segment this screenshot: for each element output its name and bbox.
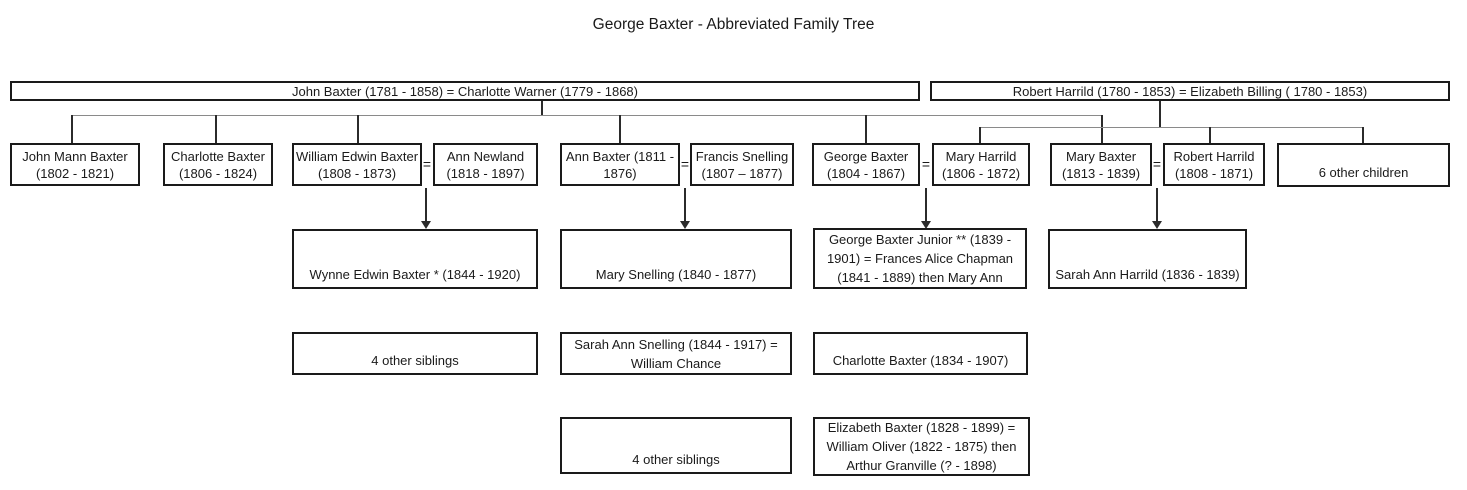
drop-line-mary-harrild bbox=[979, 127, 981, 143]
node-elizabeth-baxter: Elizabeth Baxter (1828 - 1899) = William… bbox=[813, 417, 1030, 476]
node-sarah-ann-harrild: Sarah Ann Harrild (1836 - 1839) bbox=[1048, 229, 1247, 289]
node-mary-harrild: Mary Harrild (1806 - 1872) bbox=[932, 143, 1030, 186]
arrow-down-icon bbox=[421, 221, 431, 229]
page-title: George Baxter - Abbreviated Family Tree bbox=[592, 16, 875, 33]
equals-george-mary: = bbox=[921, 156, 931, 172]
drop-line-william-edwin bbox=[357, 115, 359, 143]
drop-line-charlotte bbox=[215, 115, 217, 143]
node-wynne-edwin-baxter: Wynne Edwin Baxter * (1844 - 1920) bbox=[292, 229, 538, 289]
descent-arrow-sarah-harrild bbox=[1156, 188, 1158, 222]
node-sarah-ann-snelling: Sarah Ann Snelling (1844 - 1917) = Willi… bbox=[560, 332, 792, 375]
drop-line-george bbox=[865, 115, 867, 143]
arrow-down-icon bbox=[921, 221, 931, 229]
node-mary-baxter: Mary Baxter (1813 - 1839) bbox=[1050, 143, 1152, 186]
node-george-baxter: George Baxter (1804 - 1867) bbox=[812, 143, 920, 186]
drop-line-robert-harrild bbox=[1209, 127, 1211, 143]
equals-ann-francis: = bbox=[680, 156, 690, 172]
arrow-down-icon bbox=[680, 221, 690, 229]
harrild-children-rail bbox=[980, 127, 1364, 128]
arrow-down-icon bbox=[1152, 221, 1162, 229]
equals-mary-robert: = bbox=[1152, 156, 1162, 172]
node-four-other-siblings-snelling: 4 other siblings bbox=[560, 417, 792, 474]
node-john-baxter-charlotte-warner: John Baxter (1781 - 1858) = Charlotte Wa… bbox=[10, 81, 920, 101]
drop-line-ann-baxter bbox=[619, 115, 621, 143]
node-william-edwin-baxter: William Edwin Baxter (1808 - 1873) bbox=[292, 143, 422, 186]
node-ann-newland: Ann Newland (1818 - 1897) bbox=[433, 143, 538, 186]
node-charlotte-baxter-junior: Charlotte Baxter (1834 - 1907) bbox=[813, 332, 1028, 375]
harrild-parent-stub-line bbox=[1159, 101, 1161, 128]
node-four-other-siblings-baxter: 4 other siblings bbox=[292, 332, 538, 375]
node-george-baxter-junior: George Baxter Junior ** (1839 - 1901) = … bbox=[813, 228, 1027, 289]
baxter-children-rail bbox=[72, 115, 1103, 116]
drop-line-six-other-children bbox=[1362, 127, 1364, 143]
drop-line-mary-baxter bbox=[1101, 115, 1103, 143]
descent-arrow-wynne bbox=[425, 188, 427, 222]
node-francis-snelling: Francis Snelling (1807 – 1877) bbox=[690, 143, 794, 186]
descent-arrow-george-junior bbox=[925, 188, 927, 222]
drop-line-john-mann bbox=[71, 115, 73, 143]
node-john-mann-baxter: John Mann Baxter (1802 - 1821) bbox=[10, 143, 140, 186]
baxter-parent-stub-line bbox=[541, 101, 543, 116]
node-ann-baxter: Ann Baxter (1811 - 1876) bbox=[560, 143, 680, 186]
node-charlotte-baxter: Charlotte Baxter (1806 - 1824) bbox=[163, 143, 273, 186]
node-robert-harrild-junior: Robert Harrild (1808 - 1871) bbox=[1163, 143, 1265, 186]
equals-william-ann: = bbox=[422, 156, 432, 172]
descent-arrow-mary-snelling bbox=[684, 188, 686, 222]
node-mary-snelling: Mary Snelling (1840 - 1877) bbox=[560, 229, 792, 289]
node-robert-harrild-elizabeth-billing: Robert Harrild (1780 - 1853) = Elizabeth… bbox=[930, 81, 1450, 101]
node-six-other-children: 6 other children bbox=[1277, 143, 1450, 187]
